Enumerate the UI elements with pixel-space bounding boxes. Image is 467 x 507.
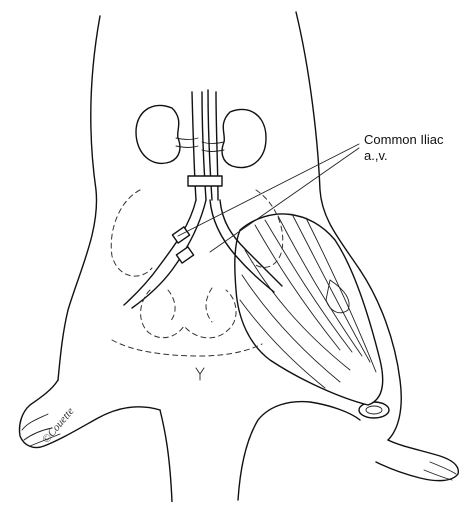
right-kidney — [222, 110, 266, 168]
lower-body-right — [238, 402, 360, 500]
right-paw-toes — [424, 462, 456, 480]
lower-body-left — [160, 410, 172, 502]
label-artery-vein: a.,v. — [364, 148, 388, 163]
left-common-iliac — [124, 200, 206, 308]
label-common-iliac: Common Iliac — [364, 132, 443, 147]
dashed-left-organ — [111, 190, 152, 276]
body-outline-left — [58, 16, 100, 380]
left-kidney — [136, 105, 180, 163]
dashed-pelvis — [141, 288, 236, 338]
right-hind-paw — [376, 440, 458, 481]
dashed-lower — [112, 340, 262, 356]
navel-mark — [196, 368, 204, 380]
ligature-left — [172, 227, 189, 243]
